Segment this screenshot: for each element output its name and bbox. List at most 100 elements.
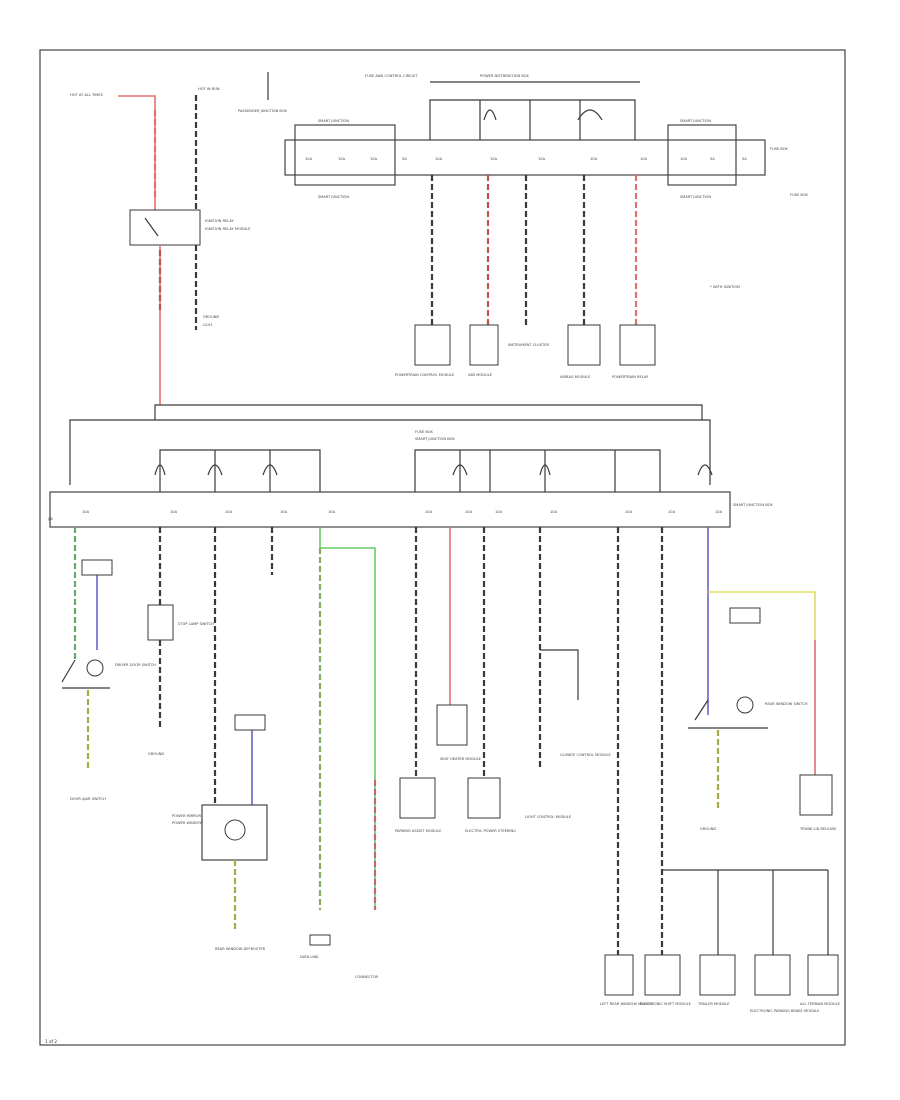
bottom-module-label: ELECTRONIC PARKING BRAKE MODULE [750,1009,820,1013]
right-fuse-note: FUSE BOX [770,147,788,151]
stop-ground-label: GROUND [148,752,164,756]
bottom-module-3 [699,954,736,996]
top-module-label: POWERTRAIN CONTROL MODULE [395,373,455,377]
left-switch-label: DRIVER DOOR SWITCH [115,663,156,667]
top-fuse-subtitle: POWER DISTRIBUTION BOX [480,74,529,78]
mod-a-box [399,777,436,819]
stop-switch-label: STOP LAMP SWITCH [178,622,214,626]
data-link-wire [319,527,376,910]
mirror-motor [224,819,246,841]
bottom-fuse-bus [49,491,731,528]
bottom-module-label: ELECTRONIC SHIFT MODULE [640,1002,692,1006]
bottom-distribution-bar [69,404,711,485]
right-yellow-wire [708,591,816,640]
right-group-label: SMART JUNCTION [680,119,711,123]
top-module-4 [567,324,601,366]
bottom-module-label: TRAILER MODULE [697,1002,730,1006]
top-module-5 [619,324,656,366]
bottom-fuse: 10A [550,510,558,514]
bottom-fuse: 10A [82,510,90,514]
relay-label: IGNITION RELAY [205,219,235,223]
fuse-feed-loops [429,99,636,140]
right-group-bottom-label: SMART JUNCTION [680,195,711,199]
right-switch-contact [694,699,709,721]
diagram-frame [39,49,846,1046]
top-module-2 [469,324,499,366]
bottom-branch [662,869,829,955]
bottom-module-label: LEFT REAR WINDOW MODULE [600,1002,654,1006]
bottom-fuse: 10A [170,510,178,514]
mod-e-label: CLIMATE CONTROL MODULE [560,753,611,757]
bottom-fuse: 10A [465,510,473,514]
data-link-ground [309,934,331,946]
left-group-label: SMART JUNCTION [318,119,349,123]
side-note: * WITH IGNITION [710,285,740,289]
top-fuse-bus [284,139,766,176]
right-ground-label: GROUND [700,827,716,831]
right-fuse-note-2: FUSE BOX [790,193,808,197]
top-module-label: INSTRUMENT CLUSTER [508,343,549,347]
bottom-feed-arcs [154,464,713,476]
right-module-box [799,774,833,816]
top-fuse: 5A [710,157,715,161]
corner-tag: 1 of 2 [45,1039,57,1044]
mod-d-label: LIGHT CONTROL MODULE [525,815,572,819]
top-fuse-row: 10A 10A 10A 5A 10A 10A 10A 10A 10A 10A 5… [305,157,747,161]
right-group-box [667,124,737,186]
left-group-bottom-label: SMART JUNCTION [318,195,349,199]
mod-c-label: ELECTRIC POWER STEERING [465,829,516,833]
bottom-fuse: 10A [280,510,288,514]
top-module-1 [414,324,451,366]
bottom-right-label: SMART JUNCTION BOX [733,503,773,507]
bottom-module-2 [644,954,681,996]
left-group-box [294,124,396,186]
right-module-label: TRUNK LID RELEASE [799,827,837,831]
mod-b-box [436,704,468,746]
left-switch-contact [61,659,76,683]
bottom-fuse-box: FUSE BOX SMART JUNCTION BOX J/B SMART JU… [47,404,841,1013]
connector-label: DATA LINK [300,955,319,959]
top-fuse: 5A [402,157,407,161]
ign-label: HOT IN RUN [198,87,220,91]
top-fuse: 10A [338,157,346,161]
top-fuse-title: FUSE AND CONTROL CIRCUIT [365,74,418,78]
mod-a-label: PARKING ASSIST MODULE [395,829,442,833]
mirror-label: POWER MIRROR [172,814,201,818]
top-module-label: AIRBAG MODULE [560,375,591,379]
bottom-fuse: 10A [495,510,503,514]
top-fuse: 10A [538,157,546,161]
connector-label: PASSENGER JUNCTION BOX [238,109,287,113]
lower-left-module-label: REAR WINDOW DEFROSTER [215,947,266,951]
mod-d-branch [540,649,579,700]
left-switch-lamp [86,659,104,677]
top-left-section: HOT AT ALL TIMES HOT IN RUN PASSENGER JU… [70,72,287,405]
top-fuse-box: FUSE AND CONTROL CIRCUIT POWER DISTRIBUT… [284,74,808,379]
mirror-sub-label: POWER WINDOW [172,821,203,825]
battery-feed-wire [118,95,156,210]
top-fuse: 10A [680,157,688,161]
relay-sub-label: IGNITION RELAY MODULE [205,227,251,231]
bottom-left-tag: J/B [47,517,53,521]
stop-lamp-switch [147,604,174,641]
right-switch-label: REAR WINDOW SWITCH [765,702,808,706]
bottom-fuse: 10A [328,510,336,514]
ignition-relay [129,209,201,246]
bottom-fuse: 10A [715,510,723,514]
bottom-feed-loops [159,449,661,492]
bottom-fuse-subtitle: SMART JUNCTION BOX [415,437,455,441]
bottom-fuse: 10A [625,510,633,514]
bottom-module-1 [604,954,634,996]
right-switch-lamp [736,696,754,714]
ground-label: GROUND [203,315,219,319]
bottom-fuse: 10A [425,510,433,514]
bottom-fuse-title: FUSE BOX [415,430,433,434]
bottom-module-label: ALL TERRAIN MODULE [800,1002,841,1006]
top-module-label: ABS MODULE [468,373,493,377]
mod-c-box [467,777,501,819]
top-module-label: POWERTRAIN RELAY [612,375,649,379]
top-fuse: 10A [305,157,313,161]
top-fuse: 10A [490,157,498,161]
bottom-module-5 [807,954,839,996]
bottom-fuse: 10A [225,510,233,514]
